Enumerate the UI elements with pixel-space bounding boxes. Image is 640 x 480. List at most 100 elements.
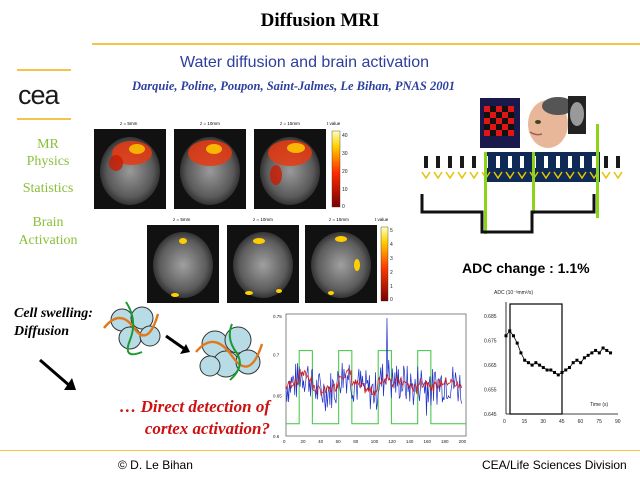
block-marker bbox=[484, 152, 487, 234]
adc-xtick-label: 15 bbox=[522, 419, 528, 425]
adc-point bbox=[523, 358, 527, 362]
slide-subtitle: Water diffusion and brain activation bbox=[180, 54, 430, 71]
map-label: z = 5mm bbox=[120, 121, 138, 126]
question-line2: cortex activation? bbox=[144, 419, 270, 438]
logo-text: cea bbox=[18, 80, 61, 110]
adc-point bbox=[594, 348, 598, 352]
adc-point bbox=[597, 351, 601, 355]
trace-xtick-label: 200 bbox=[459, 439, 467, 444]
adc-point bbox=[571, 361, 575, 365]
adc-ytick-label: 0.675 bbox=[484, 339, 497, 345]
sidebar-mr: MR bbox=[37, 137, 59, 152]
sidebar-activation: Activation bbox=[18, 233, 78, 248]
transition-arrow bbox=[165, 334, 187, 352]
pulse-train bbox=[421, 156, 623, 180]
brain-slice-2 bbox=[174, 129, 246, 209]
subject-head-icon bbox=[528, 96, 586, 148]
brain-slice-4 bbox=[147, 225, 219, 303]
adc-point bbox=[564, 368, 568, 372]
trace-xtick-label: 120 bbox=[388, 439, 396, 444]
adc-point bbox=[556, 373, 560, 377]
adc-point bbox=[582, 356, 586, 360]
adc-ytick-label: 0.685 bbox=[484, 314, 497, 320]
checkerboard-icon bbox=[484, 106, 514, 136]
colorbar-tick: 5 bbox=[390, 228, 393, 234]
brain-maps-row2: z = 5mm z = 10mm z = 15mm t value 5 4 3 … bbox=[145, 213, 400, 305]
colorbar-tick: 40 bbox=[342, 133, 348, 139]
adc-point bbox=[538, 363, 542, 367]
stimulus-box bbox=[509, 303, 563, 415]
trace-ytick-label: 0.6 bbox=[273, 434, 280, 439]
trace-ytick-label: 0.75 bbox=[273, 314, 282, 319]
map-label: z = 5mm bbox=[173, 217, 191, 222]
adc-chart: ADC (10⁻³mm²/s) 0.685 0.675 0.665 0.655 0.64… bbox=[484, 290, 621, 425]
brain-maps-row1: z = 5mm z = 10mm z = 15mm t value 40 30 … bbox=[92, 117, 352, 213]
cell-swelling-diagram bbox=[39, 301, 264, 390]
colorbar-title: t value bbox=[375, 217, 389, 222]
title-divider bbox=[92, 43, 640, 45]
cell-swelling-line1: Cell swelling: bbox=[14, 306, 93, 321]
footer-author: © D. Le Bihan bbox=[118, 458, 193, 472]
adc-point bbox=[530, 363, 534, 367]
colorbar-tick: 2 bbox=[390, 270, 393, 276]
stimulus-blocks bbox=[286, 350, 466, 425]
adc-point bbox=[586, 353, 590, 357]
fitted-trace bbox=[285, 368, 462, 396]
adc-xtick-label: 90 bbox=[615, 419, 621, 425]
trace-ytick-label: 0.65 bbox=[273, 393, 282, 398]
brain-slice-3 bbox=[254, 129, 326, 209]
adc-point bbox=[601, 346, 605, 350]
map-label: z = 10mm bbox=[253, 217, 273, 222]
cells-normal bbox=[103, 301, 161, 356]
brain-slice-1 bbox=[94, 129, 166, 209]
cell-swelling-line2: Diffusion bbox=[14, 324, 69, 339]
colorbar-tick: 3 bbox=[390, 256, 393, 262]
adc-point bbox=[545, 368, 549, 372]
trace-plot-area bbox=[285, 313, 467, 437]
trace-ytick-label: 0.7 bbox=[273, 353, 280, 358]
trace-xtick-label: 140 bbox=[406, 439, 414, 444]
question-line1: … Direct detection of bbox=[119, 397, 270, 416]
trace-xtick-label: 20 bbox=[301, 439, 307, 444]
map-label: z = 15mm bbox=[280, 121, 300, 126]
brain-slice-6 bbox=[305, 225, 377, 303]
cea-logo: cea bbox=[18, 80, 62, 110]
adc-ylabel: ADC (10⁻³mm²/s) bbox=[494, 290, 533, 296]
trace-xtick-label: 160 bbox=[423, 439, 431, 444]
adc-point bbox=[560, 370, 564, 374]
trace-xtick-label: 80 bbox=[353, 439, 359, 444]
logo-divider-top bbox=[17, 69, 71, 71]
block-paradigm-line bbox=[420, 194, 596, 234]
adc-point bbox=[511, 334, 515, 338]
colorbar-title: t value bbox=[327, 121, 341, 126]
arrow-head-icon bbox=[180, 344, 190, 354]
adc-ytick-label: 0.655 bbox=[484, 388, 497, 394]
adc-point bbox=[549, 368, 553, 372]
block-marker bbox=[596, 124, 599, 218]
paradigm-diagram bbox=[420, 96, 623, 234]
colorbar-tick: 4 bbox=[390, 242, 393, 248]
adc-xtick-label: 0 bbox=[503, 419, 506, 425]
brain-slice-5 bbox=[227, 225, 299, 303]
adc-xtick-label: 45 bbox=[559, 419, 565, 425]
adc-point bbox=[508, 329, 512, 333]
adc-point bbox=[541, 366, 545, 370]
adc-ytick-label: 0.645 bbox=[484, 412, 497, 418]
cells-swollen bbox=[195, 323, 264, 381]
adc-point bbox=[553, 370, 557, 374]
down-arrow bbox=[39, 358, 71, 388]
adc-ytick-label: 0.665 bbox=[484, 363, 497, 369]
adc-point bbox=[590, 351, 594, 355]
logo-divider-bottom bbox=[17, 118, 71, 120]
adc-point bbox=[534, 361, 538, 365]
adc-xlabel: Time (s) bbox=[590, 402, 608, 408]
adc-change-label: ADC change : 1.1% bbox=[462, 260, 590, 276]
trace-xtick-label: 60 bbox=[336, 439, 342, 444]
adc-xtick-label: 60 bbox=[578, 419, 584, 425]
adc-xtick-label: 30 bbox=[540, 419, 546, 425]
colorbar-tick: 0 bbox=[342, 204, 345, 210]
sidebar-statistics: Statistics bbox=[22, 181, 74, 196]
colorbar-tick: 1 bbox=[390, 284, 393, 290]
map-label: z = 10mm bbox=[200, 121, 220, 126]
